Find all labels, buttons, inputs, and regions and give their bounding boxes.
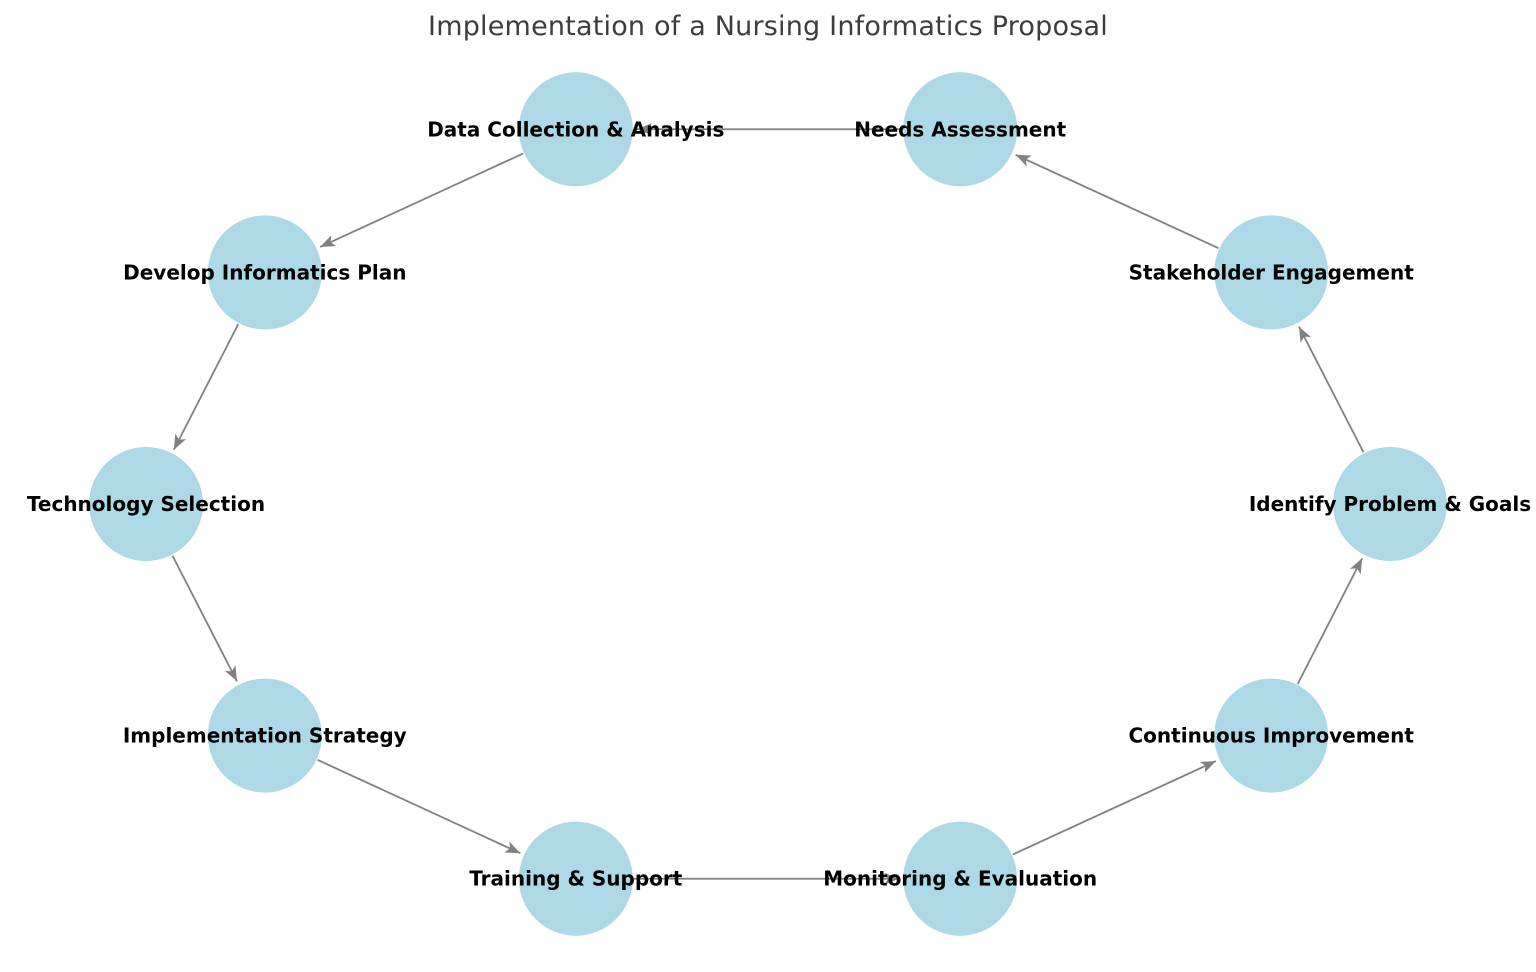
node-label-training-support: Training & Support (469, 867, 683, 891)
node-label-needs-assessment: Needs Assessment (854, 117, 1066, 141)
node-label-implementation-strategy: Implementation Strategy (123, 724, 407, 748)
edge-arrow-data-collection-analysis-to-develop-informatics-plan (319, 152, 524, 248)
edge-arrow-technology-selection-to-implementation-strategy (171, 555, 238, 682)
node-label-develop-informatics-plan: Develop Informatics Plan (123, 260, 406, 284)
labels-layer: Identify Problem & Goals Stakeholder Enga… (27, 117, 1531, 890)
node-label-monitoring-evaluation: Monitoring & Evaluation (823, 867, 1097, 891)
node-implementation-strategy (207, 678, 322, 793)
node-label-data-collection-analysis: Data Collection & Analysis (427, 117, 724, 141)
node-training-support (518, 821, 633, 936)
node-data-collection-analysis (518, 72, 633, 187)
node-stakeholder-engagement (1214, 215, 1329, 330)
edge-arrow-implementation-strategy-to-training-support (317, 759, 521, 855)
edge-arrow-identify-problem-goals-to-stakeholder-engagement (1298, 326, 1365, 453)
edge-arrow-monitoring-evaluation-to-continuous-improvement (1012, 760, 1217, 856)
node-technology-selection (89, 447, 203, 561)
edge-arrow-continuous-improvement-to-identify-problem-goals (1296, 557, 1363, 685)
diagram-title: Implementation of a Nursing Informatics … (428, 11, 1108, 42)
nodes-layer (89, 72, 1447, 936)
node-develop-informatics-plan (207, 215, 322, 330)
node-monitoring-evaluation (903, 821, 1018, 936)
node-needs-assessment (903, 72, 1018, 187)
node-continuous-improvement (1214, 678, 1329, 793)
node-label-technology-selection: Technology Selection (27, 492, 265, 516)
node-label-identify-problem-goals: Identify Problem & Goals (1249, 492, 1531, 516)
node-label-stakeholder-engagement: Stakeholder Engagement (1129, 260, 1415, 284)
edges-layer (171, 123, 1365, 885)
node-label-continuous-improvement: Continuous Improvement (1129, 724, 1415, 748)
edge-arrow-stakeholder-engagement-to-needs-assessment (1015, 153, 1219, 249)
edge-arrow-develop-informatics-plan-to-technology-selection (173, 323, 240, 451)
node-identify-problem-goals (1333, 447, 1447, 561)
